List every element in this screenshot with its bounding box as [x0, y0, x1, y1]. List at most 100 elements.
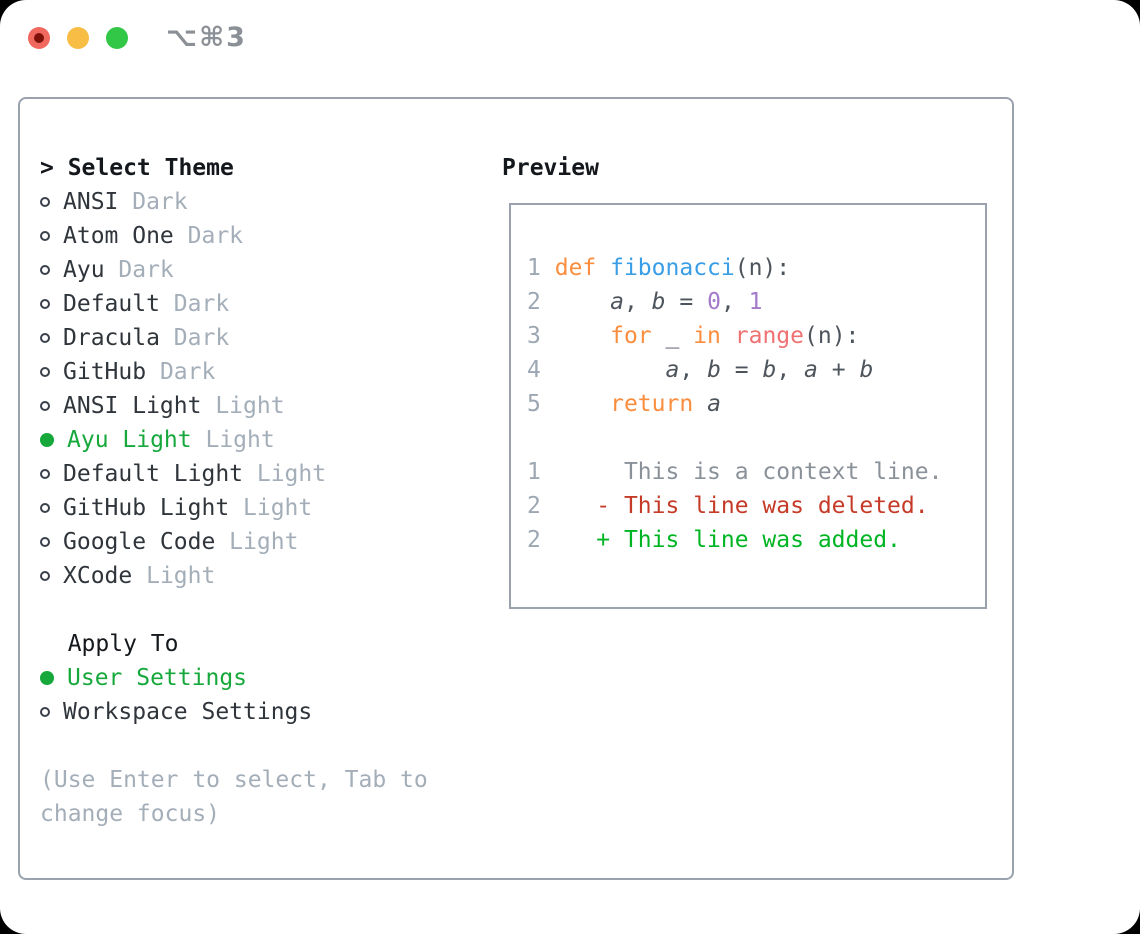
- minimize-button[interactable]: [67, 27, 89, 49]
- code-token-plain: (n):: [804, 323, 860, 349]
- theme-variant-label: Light: [229, 495, 313, 521]
- theme-option-label: Default: [63, 291, 160, 317]
- line-number: 1: [527, 459, 541, 485]
- preview-line: 3 for _ in range(n):: [527, 319, 969, 353]
- theme-option-label: GitHub Light: [63, 495, 230, 521]
- spacer: [40, 593, 485, 627]
- theme-option-label: XCode: [63, 563, 133, 589]
- theme-option-3[interactable]: Default Dark: [40, 287, 485, 321]
- apply-to-option-0[interactable]: User Settings: [40, 661, 485, 695]
- radio-icon: [40, 197, 50, 207]
- radio-selected-icon: [40, 671, 54, 685]
- radio-icon: [40, 707, 50, 717]
- code-token-plain: =: [720, 357, 763, 383]
- theme-option-label: ANSI: [63, 189, 119, 215]
- radio-icon: [40, 571, 50, 581]
- code-token-plain: [555, 323, 610, 349]
- code-token-num: 1: [748, 289, 763, 315]
- theme-option-6[interactable]: ANSI Light Light: [40, 389, 485, 423]
- code-token-plain: [555, 357, 666, 383]
- theme-variant-label: Light: [132, 563, 216, 589]
- help-text-line: change focus): [40, 801, 221, 827]
- code-token-kw: for: [610, 323, 652, 349]
- theme-option-label: GitHub: [63, 359, 147, 385]
- theme-option-7[interactable]: Ayu Light Light: [40, 423, 485, 457]
- apply-to-option-label: Workspace Settings: [63, 699, 313, 725]
- code-token-var: b: [651, 289, 666, 315]
- code-token-kw: in: [693, 323, 721, 349]
- select-theme-header-label: Select Theme: [67, 155, 234, 181]
- theme-variant-label: Dark: [104, 257, 174, 283]
- theme-option-10[interactable]: Google Code Light: [40, 525, 485, 559]
- zoom-button[interactable]: [106, 27, 128, 49]
- preview-line: [527, 421, 969, 455]
- theme-variant-label: Light: [201, 393, 285, 419]
- code-token-var: b: [859, 357, 874, 383]
- help-text: (Use Enter to select, Tab to change focus…: [40, 763, 485, 831]
- theme-option-4[interactable]: Dracula Dark: [40, 321, 485, 355]
- select-theme-header: >Select Theme: [40, 151, 485, 185]
- code-token-add: + This line was added.: [554, 527, 901, 553]
- preview-line: 2 + This line was added.: [527, 523, 969, 557]
- code-token-plain: ,: [776, 357, 805, 383]
- line-number: 2: [527, 493, 541, 519]
- radio-icon: [40, 299, 50, 309]
- theme-option-1[interactable]: Atom One Dark: [40, 219, 485, 253]
- theme-option-0[interactable]: ANSI Dark: [40, 185, 485, 219]
- theme-option-8[interactable]: Default Light Light: [40, 457, 485, 491]
- theme-option-9[interactable]: GitHub Light Light: [40, 491, 485, 525]
- code-token-var: a: [665, 357, 680, 383]
- code-token-num: 0: [707, 289, 721, 315]
- code-token-plain: _: [651, 323, 694, 349]
- code-token-plain: ,: [623, 289, 652, 315]
- theme-option-label: Ayu: [63, 257, 105, 283]
- code-token-var: a: [804, 357, 818, 383]
- code-token-plain: ,: [679, 357, 708, 383]
- code-token-del: - This line was deleted.: [554, 493, 929, 519]
- theme-option-label: Dracula: [63, 325, 160, 351]
- code-token-plain: (n):: [734, 255, 791, 281]
- line-number: 4: [527, 357, 541, 383]
- help-text-line: (Use Enter to select, Tab to: [40, 767, 428, 793]
- apply-to-header: Apply To: [67, 631, 179, 657]
- apply-to-option-1[interactable]: Workspace Settings: [40, 695, 485, 729]
- preview-line: 5 return a: [527, 387, 969, 421]
- radio-icon: [40, 265, 50, 275]
- line-number: 2: [527, 527, 541, 553]
- theme-option-5[interactable]: GitHub Dark: [40, 355, 485, 389]
- radio-icon: [40, 537, 50, 547]
- preview-line: 1 This is a context line.: [527, 455, 969, 489]
- code-token-var: a: [707, 391, 721, 417]
- spacer: [40, 729, 485, 763]
- code-token-var: b: [762, 357, 777, 383]
- close-button[interactable]: [28, 27, 50, 49]
- preview-line: 2 a, b = 0, 1: [527, 285, 969, 319]
- code-token-kw: def: [554, 255, 611, 281]
- theme-option-2[interactable]: Ayu Dark: [40, 253, 485, 287]
- radio-icon: [40, 231, 50, 241]
- theme-option-label: Default Light: [63, 461, 244, 487]
- preview-line: 4 a, b = b, a + b: [527, 353, 969, 387]
- line-number: 1: [527, 255, 541, 281]
- line-number: 3: [527, 323, 541, 349]
- theme-variant-label: Dark: [146, 359, 216, 385]
- code-token-plain: =: [665, 289, 708, 315]
- preview-line: 2 - This line was deleted.: [527, 489, 969, 523]
- theme-option-label: Atom One: [63, 223, 174, 249]
- window-title-shortcut: ⌥⌘3: [166, 22, 247, 53]
- preview-line: 1 def fibonacci(n):: [527, 251, 969, 285]
- theme-variant-label: Dark: [173, 223, 244, 249]
- radio-icon: [40, 333, 50, 343]
- theme-option-11[interactable]: XCode Light: [40, 559, 485, 593]
- titlebar: ⌥⌘3: [0, 0, 1140, 76]
- radio-icon: [40, 503, 50, 513]
- radio-icon: [40, 401, 50, 411]
- radio-selected-icon: [40, 433, 54, 447]
- theme-option-label: Ayu Light: [67, 427, 192, 453]
